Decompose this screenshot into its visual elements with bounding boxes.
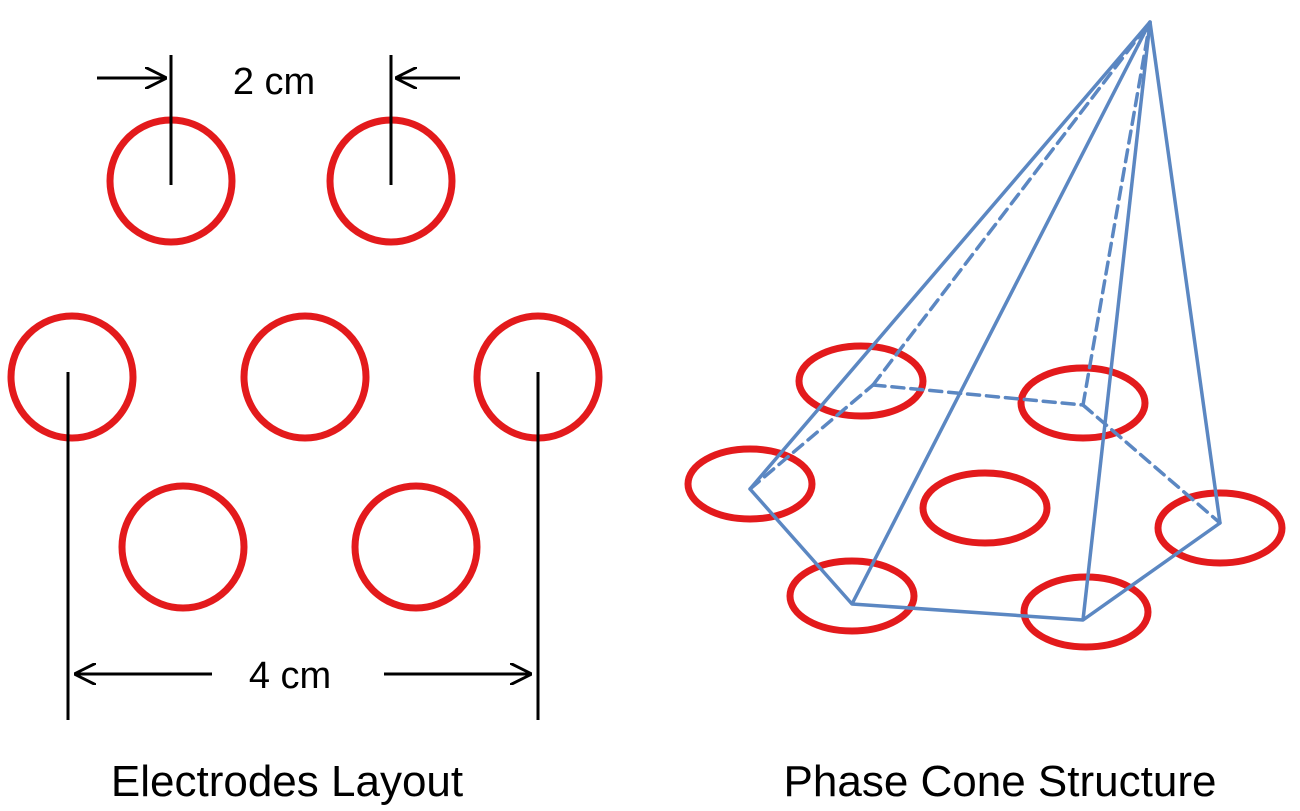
cone-electrode-front-left [786,557,918,635]
cone-apex-edge-front-left [850,21,1152,605]
cone-hidden-base-edge-2 [871,383,1085,407]
cone-electrode-back-left [795,342,927,420]
spacing-label: 2 cm [233,61,315,103]
cone-apex-edge-left [748,20,1152,491]
cone-apex-edge-right [1148,21,1222,524]
electrodes-layout-panel: 2 cm 4 cm Electrodes Layout [7,55,603,806]
electrode-bottom-left [118,482,248,612]
cone-hidden-base-edge-1 [748,383,875,491]
cone-apex-edge-front-right [1081,21,1152,621]
cone-hidden-apex-edge-2 [1081,20,1152,407]
caption-phase-cone-structure: Phase Cone Structure [784,757,1217,806]
cone-base-front-edges [748,487,1222,622]
cone-electrode-right [1154,489,1286,567]
cone-electrode-center [919,469,1051,547]
width-label: 4 cm [249,655,331,697]
electrode-bottom-right [351,482,481,612]
electrode-middle-left [7,312,137,442]
caption-electrodes-layout: Electrodes Layout [111,757,463,806]
cone-hidden-apex-edge-1 [871,20,1152,387]
electrode-middle-center [240,312,370,442]
cone-electrode-front-right [1020,573,1152,651]
cone-electrode-left [684,445,816,523]
phase-cone-panel: Phase Cone Structure [684,20,1286,806]
cone-electrode-back-right [1017,364,1149,442]
